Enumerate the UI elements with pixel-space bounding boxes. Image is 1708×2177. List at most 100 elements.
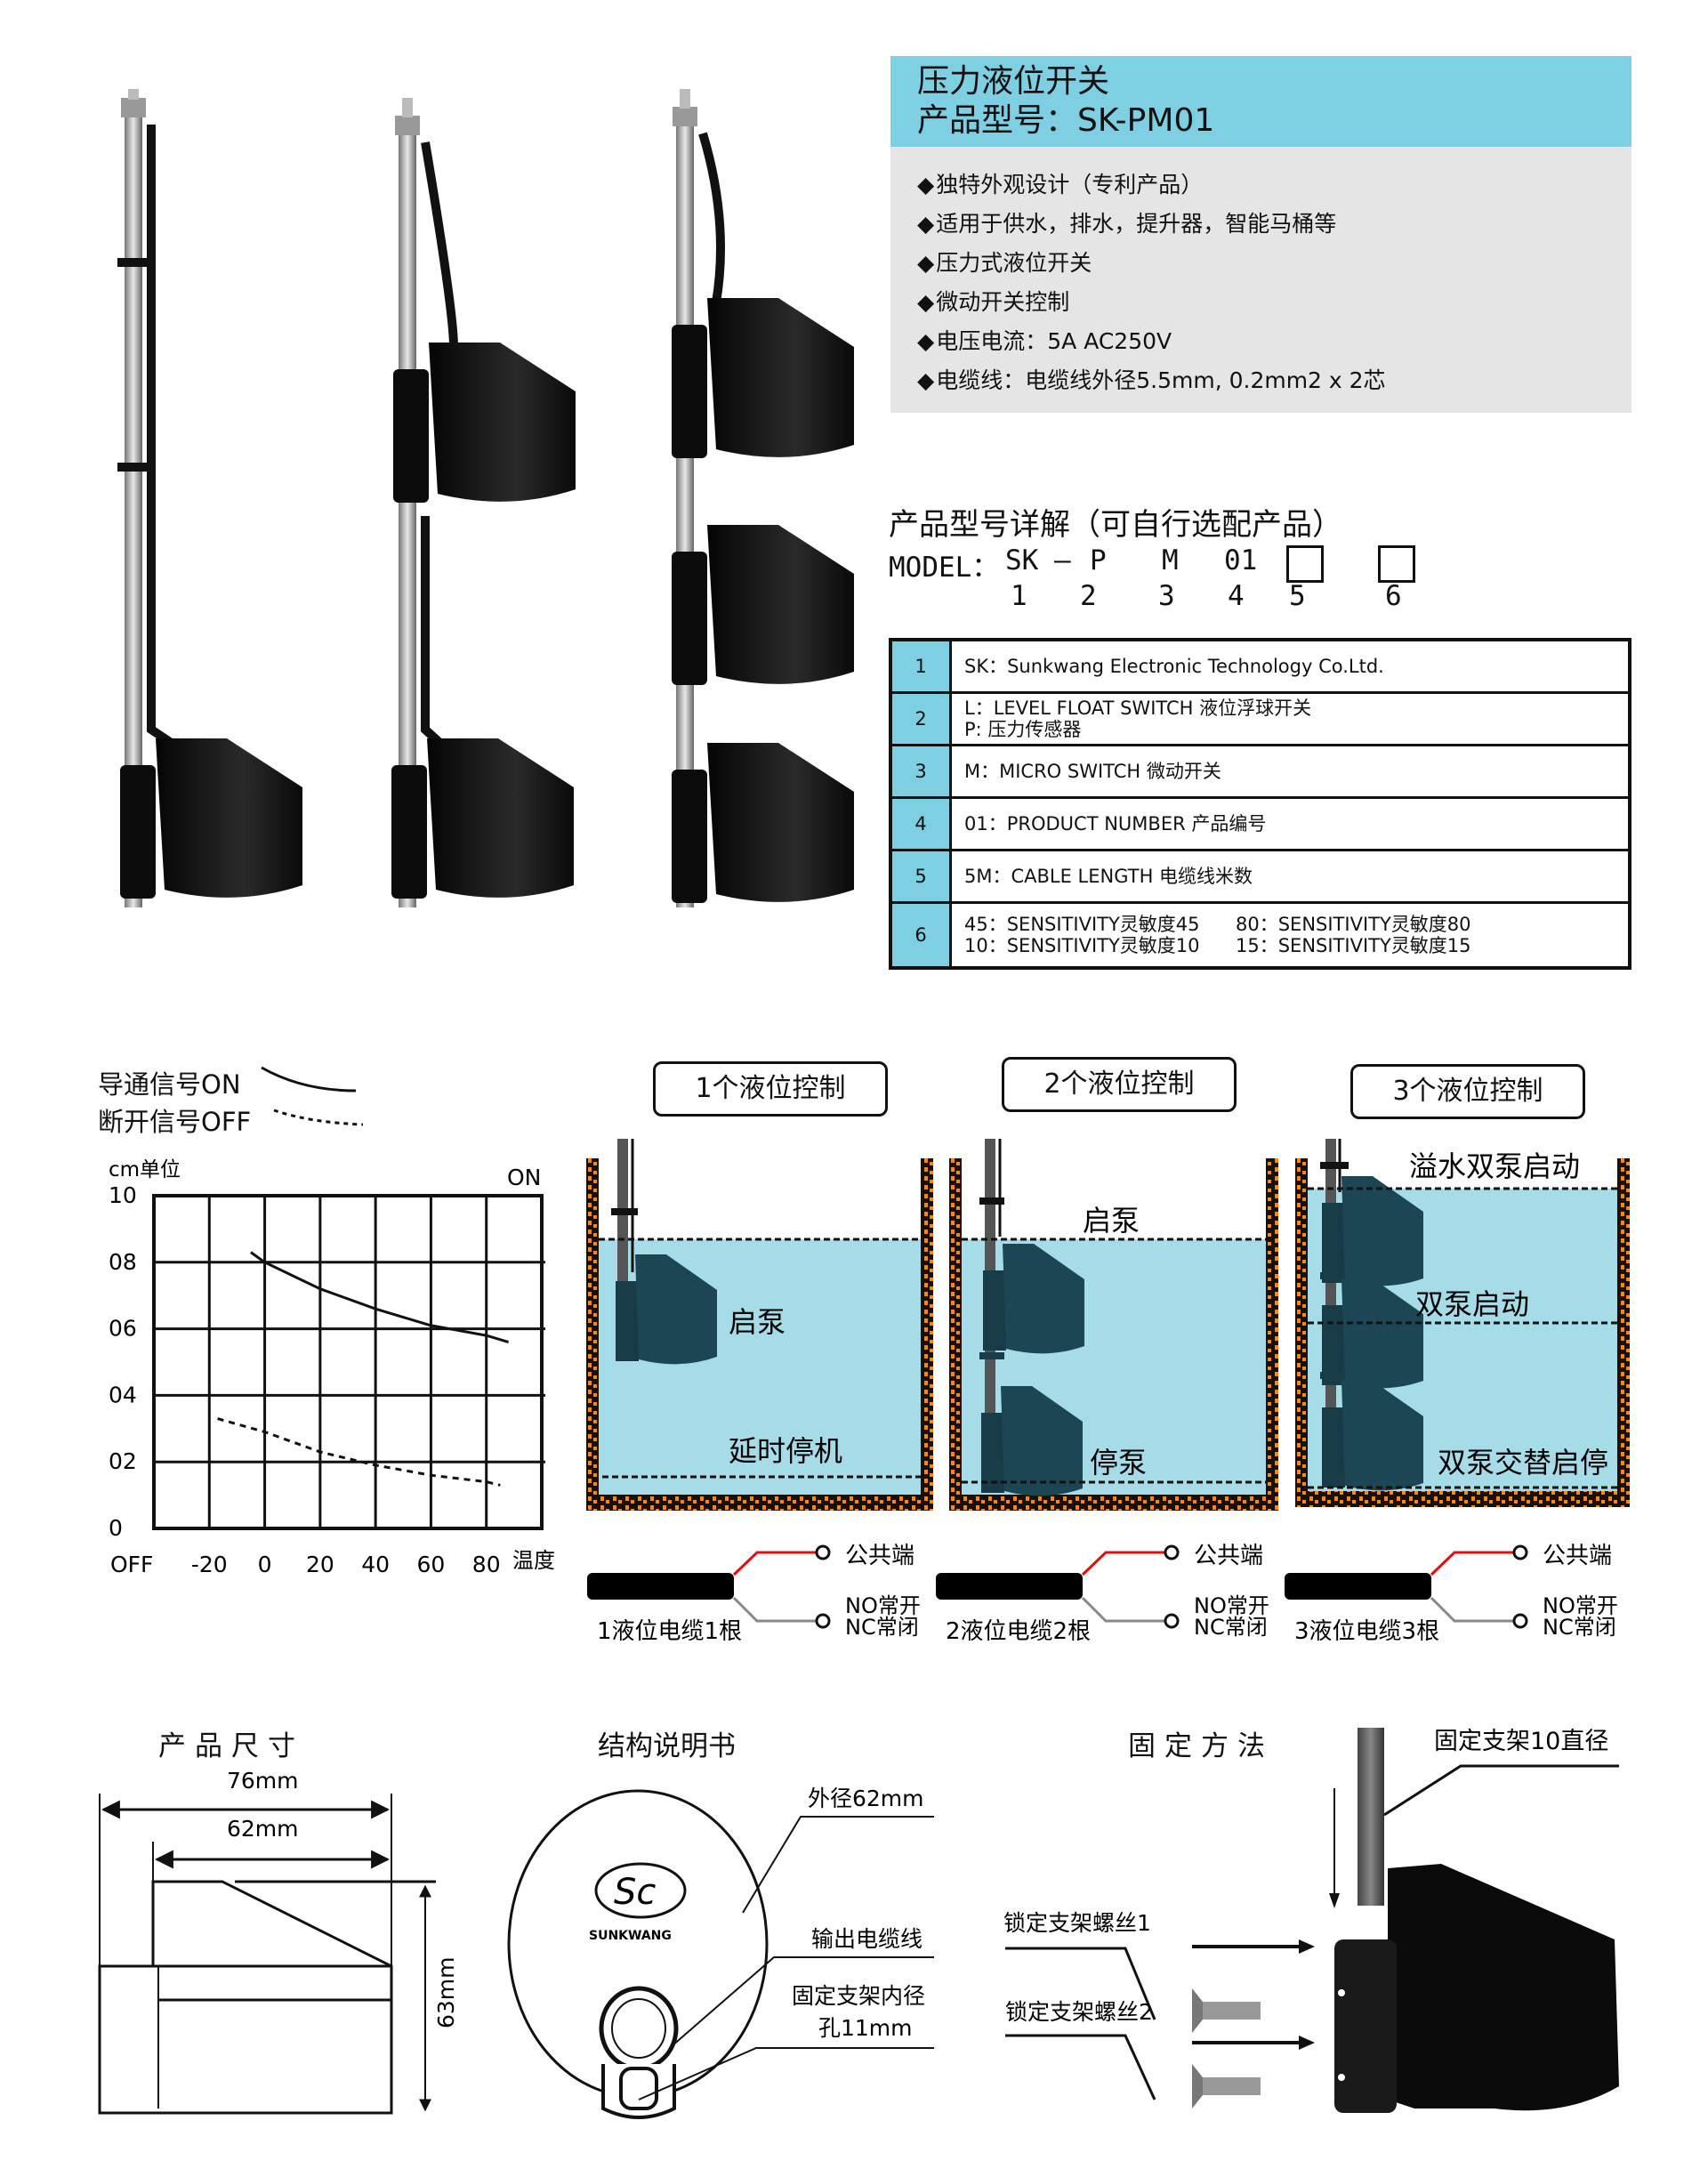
bullet-icon: ◆	[917, 328, 935, 354]
level-label: 启泵	[729, 1305, 786, 1339]
feature-text: 适用于供水，排水，提升器，智能马桶等	[936, 211, 1337, 237]
screw-2-icon	[1192, 2064, 1261, 2108]
series-off-line	[217, 1417, 501, 1487]
feature-text: 微动开关控制	[936, 289, 1070, 315]
level-label: 双泵交替启停	[1438, 1446, 1608, 1480]
dimension-drawing: 76mm 62mm 63mm	[98, 1768, 459, 2115]
x-tick-label: -20	[191, 1552, 228, 1577]
common-terminal-label: 公共端	[845, 1543, 914, 1569]
outer-diameter-label: 外径62mm	[808, 1786, 924, 1811]
product-single-level	[117, 89, 302, 907]
on-label: ON	[507, 1165, 541, 1190]
row-number: 3	[889, 744, 952, 799]
outer-width-label: 76mm	[227, 1768, 299, 1794]
row-line: L：LEVEL FLOAT SWITCH 液位浮球开关	[964, 697, 1312, 719]
row-description: 5M：CABLE LENGTH 电缆线米数	[949, 849, 1631, 904]
bullet-icon: ◆	[917, 172, 935, 198]
feature-item: ◆压力式液位开关	[917, 250, 1092, 277]
wiring-3: 公共端 NO常开 NC常闭 3液位电缆3根	[1285, 1543, 1618, 1645]
y-tick-label: 06	[109, 1316, 137, 1342]
mounting-drawing: 固定支架10直径 锁定支架螺丝1 锁定支架螺丝2	[1003, 1728, 1619, 2113]
common-terminal-label: 公共端	[1194, 1543, 1263, 1569]
terminal-no-nc-icon	[1512, 1613, 1528, 1629]
feature-text: 电压电流：5A AC250V	[936, 328, 1172, 354]
position-number: 4	[1228, 580, 1245, 612]
series-on-line	[250, 1251, 510, 1344]
off-label: OFF	[110, 1552, 153, 1577]
row-description: 01：PRODUCT NUMBER 产品编号	[949, 796, 1631, 851]
level-label: 溢水双泵启动	[1409, 1149, 1580, 1183]
position-number: 5	[1289, 580, 1306, 612]
row-line: 10：SENSITIVITY灵敏度10	[964, 935, 1200, 956]
bracket-clip	[1334, 1939, 1397, 2113]
model-option-box-6	[1378, 545, 1415, 583]
level-label: 启泵	[1083, 1204, 1140, 1238]
svg-text:Sc: Sc	[614, 1872, 656, 1913]
bullet-icon: ◆	[917, 211, 935, 237]
bracket-hole-label-2: 孔11mm	[818, 2015, 913, 2041]
row-line: 15：SENSITIVITY灵敏度15	[1236, 935, 1471, 956]
product-double-level	[391, 98, 576, 907]
terminal-common-icon	[815, 1544, 831, 1560]
control-title-3: 3个液位控制	[1350, 1064, 1585, 1119]
nc-label: NC常闭	[1543, 1615, 1616, 1640]
feature-text: 独特外观设计（专利产品）	[936, 172, 1204, 198]
x-tick-label: 20	[306, 1552, 334, 1577]
no-label: NO常开	[845, 1593, 921, 1618]
float-body	[1388, 1864, 1619, 2111]
wiring-diagrams: 公共端 NO常开 NC常闭 1液位电缆1根 公共端 NO常开 NC常闭 2液位电…	[587, 1543, 1618, 1645]
product-triple-level	[672, 89, 854, 907]
x-tick-label: 80	[472, 1552, 501, 1577]
model-code-part: P	[1090, 544, 1107, 577]
nc-label: NC常闭	[845, 1615, 919, 1640]
sunkwang-logo: Sc SUNKWANG	[589, 1862, 687, 1943]
tank-double-level: 启泵 停泵	[949, 1139, 1278, 1511]
row-line: P: 压力传感器	[964, 719, 1082, 740]
terminal-no-nc-icon	[815, 1613, 831, 1629]
tank-single-level: 启泵 延时停机	[586, 1139, 933, 1511]
row-number: 4	[889, 796, 952, 851]
feature-text: 压力式液位开关	[936, 250, 1092, 276]
cable-label: 2液位电缆2根	[946, 1618, 1091, 1645]
position-number: 3	[1158, 580, 1175, 612]
legend-on-line	[261, 1066, 357, 1093]
model-code-part: –	[1054, 544, 1071, 577]
plot-frame	[152, 1194, 544, 1530]
model-code-part: SK	[1005, 544, 1039, 577]
mounting-title: 固定方法	[1128, 1730, 1274, 1762]
terminal-common-icon	[1512, 1544, 1528, 1560]
feature-text: 电缆线：电缆线外径5.5mm, 0.2mm2 x 2芯	[936, 367, 1386, 393]
wiring-1: 公共端 NO常开 NC常闭 1液位电缆1根	[587, 1543, 921, 1645]
model-code-prefix: MODEL：	[889, 552, 1000, 584]
y-tick-label: 02	[109, 1448, 137, 1474]
inner-width-label: 62mm	[227, 1816, 299, 1842]
dimensions-title: 产品尺寸	[158, 1730, 304, 1762]
x-tick-label: 0	[258, 1552, 272, 1577]
row-line: 45：SENSITIVITY灵敏度45	[964, 914, 1200, 935]
structure-drawing: Sc SUNKWANG 外径62mm 输出电缆线 固定支架内径 孔11mm	[507, 1786, 934, 2119]
bracket-hole-label-1: 固定支架内径	[792, 1983, 925, 2009]
legend-off-label: 断开信号OFF	[98, 1107, 252, 1137]
row-number: 1	[889, 638, 952, 694]
y-tick-label: 0	[109, 1515, 123, 1541]
wiring-2: 公共端 NO常开 NC常闭 2液位电缆2根	[936, 1543, 1269, 1645]
product-header: 压力液位开关 产品型号：SK-PM01	[890, 56, 1631, 147]
row-description: SK：Sunkwang Electronic Technology Co.Ltd…	[949, 638, 1631, 694]
product-model: 产品型号：SK-PM01	[917, 102, 1215, 139]
no-label: NO常开	[1194, 1593, 1269, 1618]
terminal-no-nc-icon	[1164, 1613, 1180, 1629]
nc-label: NC常闭	[1194, 1615, 1268, 1640]
control-title-2: 2个液位控制	[1002, 1057, 1237, 1112]
row-number: 2	[889, 691, 952, 746]
feature-item: ◆微动开关控制	[917, 289, 1069, 316]
no-label: NO常开	[1543, 1593, 1618, 1618]
